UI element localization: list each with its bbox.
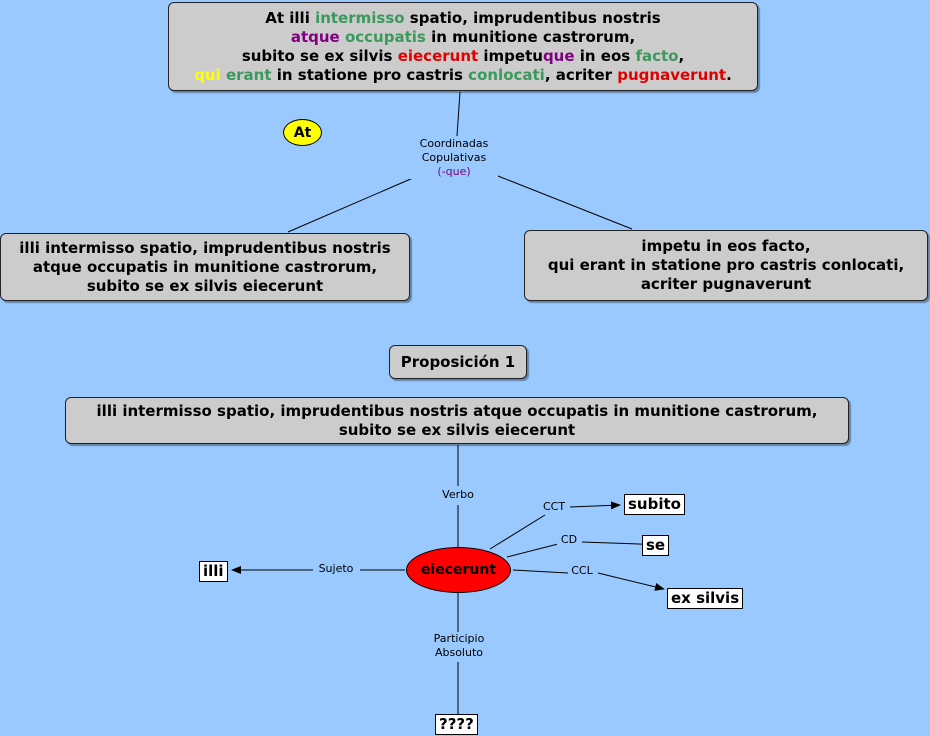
sentence-segment: erant xyxy=(225,65,272,84)
left-clause-line-3: subito se ex silvis eiecerunt xyxy=(86,276,324,295)
sentence-line-4: qui erant in statione pro castris conloc… xyxy=(194,66,732,85)
sentence-segment: que xyxy=(542,46,575,65)
at-node: At xyxy=(283,119,322,146)
verb-node-label: eiecerunt xyxy=(420,562,497,578)
full-sentence-box: At illi intermisso spatio, imprudentibus… xyxy=(168,2,758,91)
sentence-segment: pugnaverunt xyxy=(617,65,727,84)
target-ex-silvis: ex silvis xyxy=(667,588,744,609)
left-clause-line-1: illi intermisso spatio, imprudentibus no… xyxy=(19,238,391,257)
relation-label-cd: CD xyxy=(557,533,581,547)
sentence-segment: qui xyxy=(194,65,221,84)
sentence-line-3: subito se ex silvis eiecerunt impetuque … xyxy=(242,47,684,66)
coordination-label: Coordinadas Copulativas (-que) xyxy=(410,137,498,179)
sentence-segment: occupatis xyxy=(344,27,426,46)
sentence-segment: atque xyxy=(290,27,340,46)
right-clause-line-3: acriter pugnaverunt xyxy=(640,275,812,293)
sentence-segment: At illi xyxy=(265,8,316,27)
link-verb-to-cct xyxy=(489,514,546,550)
sentence-segment: , xyxy=(678,46,685,65)
arrow-ccl-to-exsilvis xyxy=(597,572,665,591)
target-se: se xyxy=(642,535,670,556)
coord-label-line-1: Coordinadas xyxy=(419,137,489,150)
target-illi: illi xyxy=(199,561,228,582)
sentence-segment: in statione pro castris xyxy=(271,65,469,84)
sentence-segment: conlocati xyxy=(468,65,545,84)
sentence-segment: . xyxy=(726,65,732,84)
left-clause-line-2: atque occupatis in munitione castrorum, xyxy=(32,257,378,276)
left-clause-box: illi intermisso spatio, imprudentibus no… xyxy=(0,233,410,301)
proposition-line-1: illi intermisso spatio, imprudentibus no… xyxy=(96,401,818,420)
verb-relation-label: Verbo xyxy=(436,488,480,502)
proposition-sentence-box: illi intermisso spatio, imprudentibus no… xyxy=(65,397,849,444)
right-clause-line-1: impetu in eos facto, xyxy=(641,237,811,255)
sentence-segment: eiecerunt xyxy=(397,46,479,65)
arrow-cct-to-subito xyxy=(569,501,621,510)
participio-label-line-1: Participio xyxy=(433,632,485,645)
sentence-line-2: atque occupatis in munitione castrorum, xyxy=(291,28,635,47)
relation-label-sujeto: Sujeto xyxy=(313,562,359,576)
proposition-line-2: subito se ex silvis eiecerunt xyxy=(338,420,576,439)
proposition-title-label: Proposición 1 xyxy=(400,352,516,371)
participio-label-line-2: Absoluto xyxy=(434,646,484,659)
right-clause-line-2: qui erant in statione pro castris conloc… xyxy=(547,256,905,274)
sentence-segment: subito se ex silvis xyxy=(241,46,398,65)
sentence-line-1: At illi intermisso spatio, imprudentibus… xyxy=(265,9,660,28)
proposition-title: Proposición 1 xyxy=(389,345,527,379)
sentence-segment: facto xyxy=(635,46,679,65)
relation-label-cct: CCT xyxy=(540,500,568,514)
sentence-segment: , acriter xyxy=(544,65,618,84)
link-coord-to-left xyxy=(287,177,414,233)
coord-label-line-3: (-que) xyxy=(437,165,471,178)
target-participio: ???? xyxy=(435,714,478,735)
sentence-segment: intermisso xyxy=(315,8,405,27)
relation-label-participio: Participio Absoluto xyxy=(426,632,492,660)
link-verb-to-cd xyxy=(506,543,559,558)
sentence-segment: in munitione castrorum, xyxy=(425,27,636,46)
link-verb-to-ccl xyxy=(512,569,569,574)
right-clause-box: impetu in eos facto, qui erant in statio… xyxy=(524,230,928,301)
link-coord-to-right xyxy=(497,175,633,230)
coord-label-line-2: Copulativas xyxy=(421,151,487,164)
sentence-segment: spatio, imprudentibus nostris xyxy=(404,8,661,27)
relation-label-ccl: CCL xyxy=(568,564,596,578)
link-top-to-coord xyxy=(456,91,461,137)
target-subito: subito xyxy=(624,494,685,515)
sentence-segment: impetu xyxy=(478,46,543,65)
at-node-label: At xyxy=(293,124,312,141)
sentence-segment: in eos xyxy=(574,46,636,65)
verb-node: eiecerunt xyxy=(406,547,511,593)
